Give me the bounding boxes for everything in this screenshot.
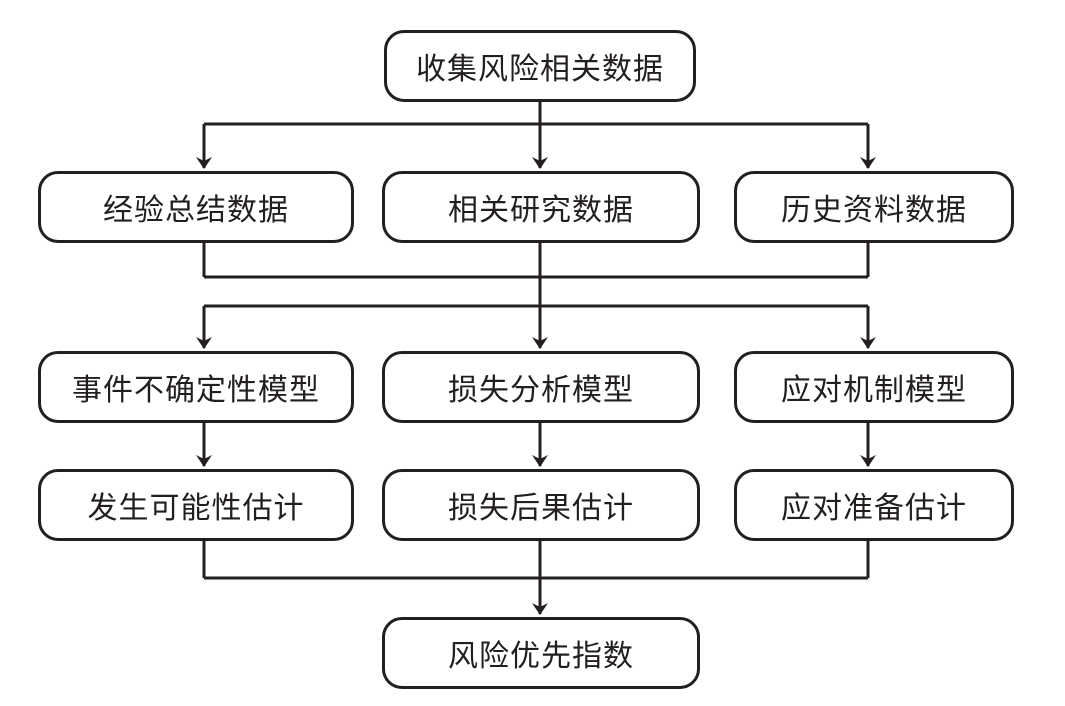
- node-response-mechanism-model: 应对机制模型: [734, 351, 1014, 423]
- node-uncertainty-model: 事件不确定性模型: [38, 351, 354, 423]
- node-experience-data: 经验总结数据: [38, 171, 354, 243]
- node-history-data: 历史资料数据: [734, 171, 1014, 243]
- node-likelihood-estimate: 发生可能性估计: [38, 469, 354, 541]
- node-risk-priority-index: 风险优先指数: [382, 617, 700, 689]
- node-consequence-estimate: 损失后果估计: [382, 469, 700, 541]
- node-research-data: 相关研究数据: [382, 171, 700, 243]
- node-loss-analysis-model: 损失分析模型: [382, 351, 700, 423]
- node-preparedness-estimate: 应对准备估计: [734, 469, 1014, 541]
- node-collect-risk-data: 收集风险相关数据: [384, 30, 696, 102]
